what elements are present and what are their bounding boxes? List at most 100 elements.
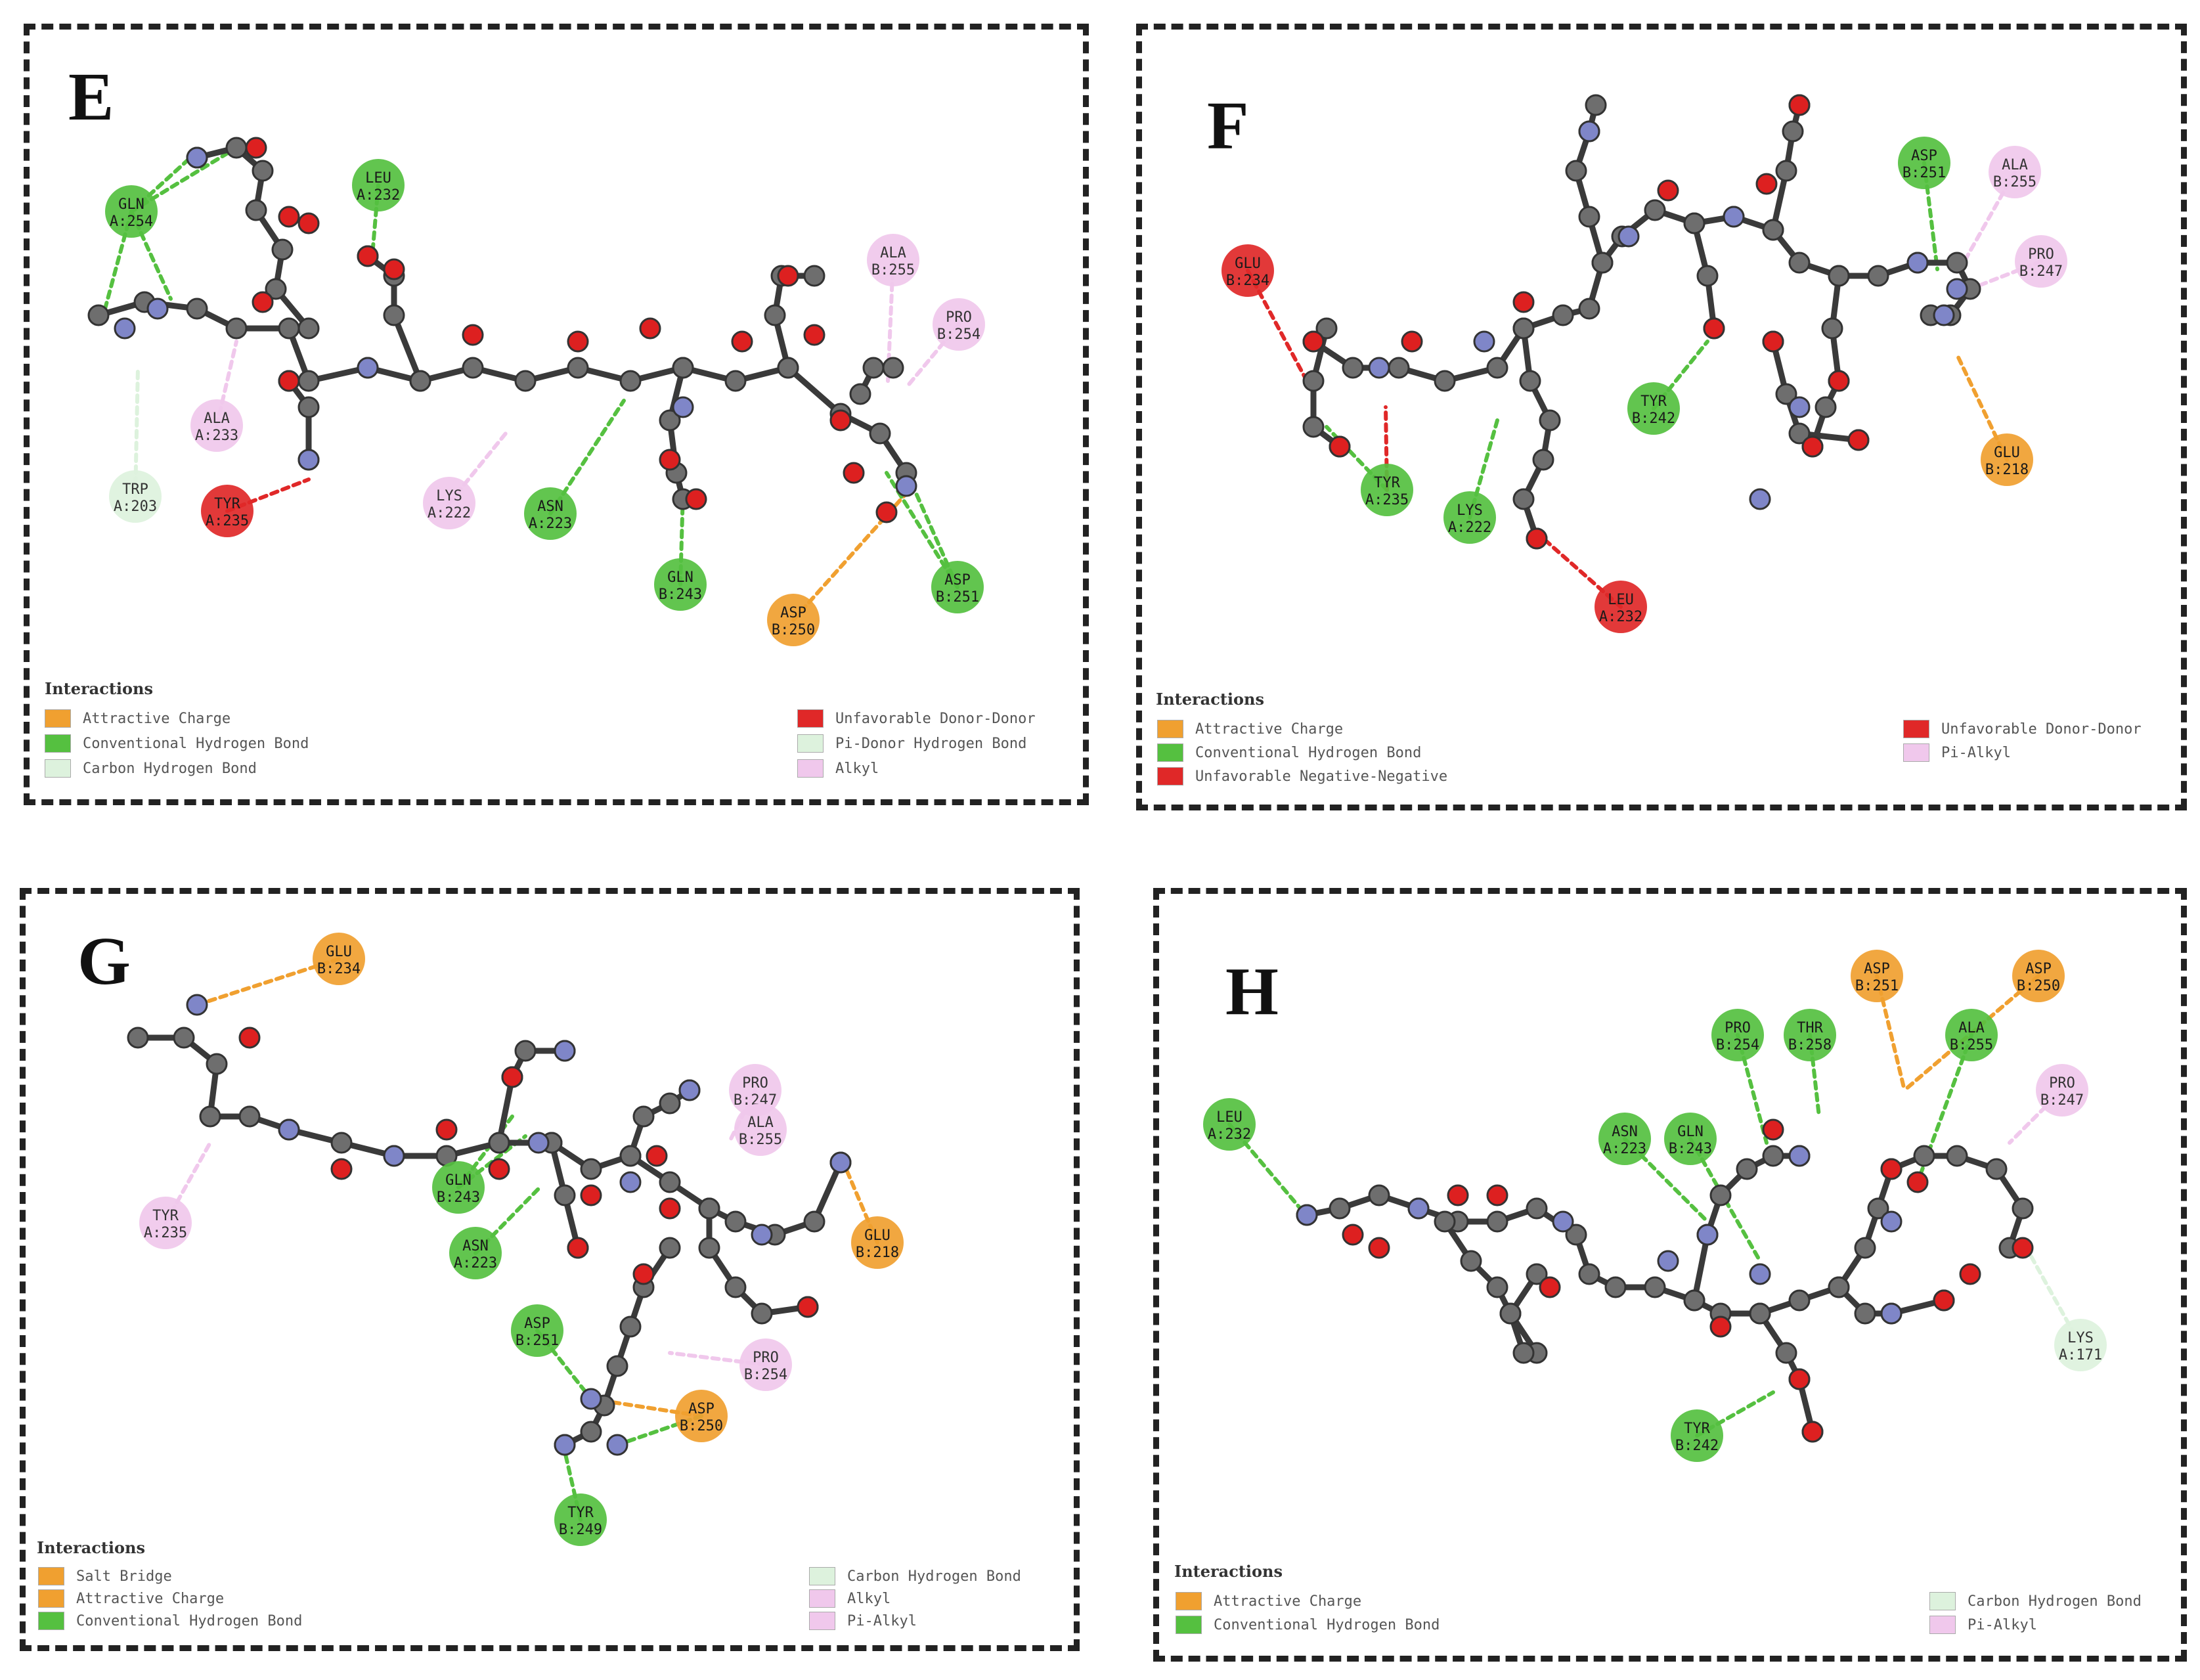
- residue-circle: [109, 470, 162, 523]
- legend-label: Pi-Alkyl: [847, 1612, 917, 1629]
- legend-swatch: [1929, 1592, 1956, 1610]
- residue-label: LYS: [436, 488, 462, 504]
- residue-circle: [2054, 1319, 2107, 1371]
- carbon-atom: [567, 357, 589, 379]
- legend-title-h: Interactions: [1174, 1562, 1283, 1581]
- oxygen-atom: [245, 137, 267, 159]
- carbon-atom: [1828, 265, 1850, 287]
- bond: [1809, 275, 1842, 448]
- oxygen-atom: [875, 501, 898, 523]
- residue-circle: [1784, 1009, 1836, 1061]
- residue-label: A:203: [114, 498, 157, 515]
- carbon-atom: [199, 1105, 221, 1128]
- residue-label: B:234: [317, 961, 361, 977]
- residue-label: LEU: [1216, 1109, 1243, 1126]
- carbon-atom: [1854, 1302, 1876, 1325]
- carbon-atom: [1775, 383, 1797, 405]
- residue-label: ASN: [1612, 1124, 1638, 1140]
- residue-label: A:232: [1208, 1126, 1251, 1143]
- nitrogen-atom: [829, 1151, 852, 1174]
- oxygen-atom: [1512, 291, 1535, 313]
- oxygen-atom: [1657, 179, 1679, 202]
- carbon-atom: [1749, 1302, 1771, 1325]
- residue-circle: [2012, 950, 2065, 1002]
- legend-swatch: [45, 759, 71, 778]
- residue-circle: [1945, 1009, 1998, 1061]
- legend-swatch: [1903, 743, 1929, 762]
- nitrogen-atom: [1407, 1197, 1430, 1220]
- legend-label: Alkyl: [835, 760, 879, 777]
- bond: [1757, 1312, 1816, 1433]
- legend-item-h-attractive-charge: Attractive Charge: [1176, 1592, 1361, 1610]
- nitrogen-atom: [1788, 396, 1811, 418]
- residue-circle: [190, 399, 243, 452]
- residue-circle: [511, 1304, 563, 1357]
- nitrogen-atom: [383, 1145, 405, 1167]
- legend-item-h-carbon-hbond: Carbon Hydrogen Bond: [1929, 1592, 2142, 1610]
- residue-label: B:258: [1788, 1037, 1832, 1053]
- interaction-line: [129, 146, 238, 213]
- legend-label: Attractive Charge: [76, 1590, 225, 1607]
- nitrogen-atom: [751, 1224, 773, 1246]
- nitrogen-atom: [1473, 330, 1495, 353]
- nitrogen-atom: [1749, 1263, 1771, 1285]
- nitrogen-atom: [619, 1171, 642, 1193]
- residue-label: B:249: [559, 1522, 602, 1538]
- oxygen-atom: [1703, 317, 1725, 340]
- oxygen-atom: [330, 1158, 353, 1180]
- residue-label: ASP: [1864, 961, 1890, 977]
- carbon-atom: [278, 317, 300, 340]
- carbon-atom: [1565, 160, 1587, 182]
- oxygen-atom: [252, 291, 274, 313]
- residue-label: A:235: [1365, 492, 1409, 508]
- oxygen-atom: [1539, 1276, 1561, 1298]
- carbon-atom: [173, 1027, 195, 1049]
- oxygen-atom: [580, 1184, 602, 1206]
- legend-label: Pi-Alkyl: [1968, 1616, 2037, 1633]
- interaction-line: [133, 366, 140, 498]
- oxygen-atom: [1329, 435, 1351, 458]
- carbon-atom: [206, 1053, 228, 1075]
- bond: [366, 254, 424, 382]
- residue-circle: [1598, 1113, 1651, 1165]
- nitrogen-atom: [1578, 120, 1600, 143]
- bond: [563, 1246, 672, 1448]
- oxygen-atom: [488, 1158, 510, 1180]
- carbon-atom: [383, 304, 405, 326]
- residue-label: THR: [1797, 1020, 1823, 1036]
- residue-label: TYR: [1640, 393, 1667, 410]
- legend-item-f-unfavorable-donor-donor: Unfavorable Donor-Donor: [1903, 720, 2142, 738]
- residue-label: PRO: [1725, 1020, 1751, 1036]
- carbon-atom: [1913, 1145, 1935, 1167]
- carbon-atom: [1775, 1342, 1797, 1364]
- legend-item-f-conventional-hbond: Conventional Hydrogen Bond: [1157, 743, 1421, 762]
- residue-label: TRP: [122, 481, 148, 498]
- oxygen-atom: [1526, 527, 1548, 550]
- residue-label: B:243: [437, 1189, 480, 1206]
- oxygen-atom: [646, 1145, 668, 1167]
- panel-h-frame: [1153, 888, 2187, 1662]
- panel-letter-g: G: [77, 923, 131, 999]
- carbon-atom: [1578, 298, 1600, 320]
- oxygen-atom: [357, 245, 379, 267]
- residue-label: PRO: [742, 1075, 768, 1092]
- nitrogen-atom: [606, 1434, 628, 1456]
- carbon-atom: [1788, 422, 1811, 445]
- legend-swatch: [45, 734, 71, 753]
- carbon-atom: [1815, 396, 1837, 418]
- residue-label: B:250: [680, 1418, 723, 1434]
- legend-swatch: [809, 1589, 835, 1608]
- carbon-atom: [1821, 317, 1843, 340]
- bond: [286, 379, 312, 460]
- legend-label: Carbon Hydrogen Bond: [847, 1568, 1021, 1585]
